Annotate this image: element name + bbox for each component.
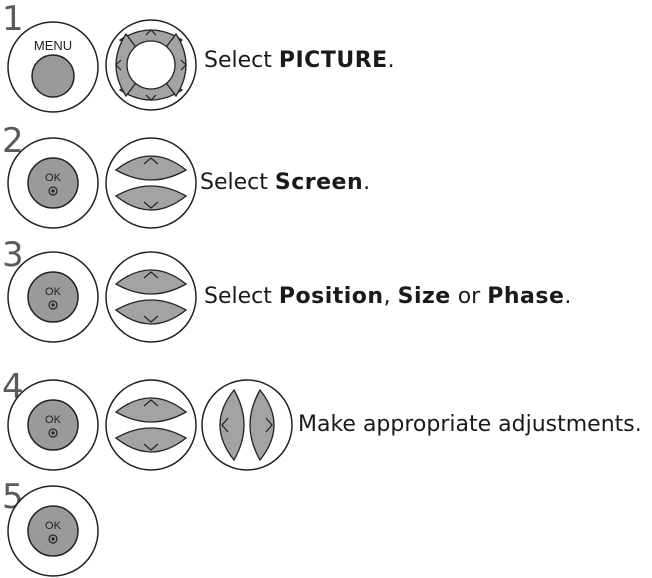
four-way-nav-pad[interactable] [104,18,198,112]
ok-key-label: OK [45,286,62,298]
ok-button[interactable]: OK [6,484,100,578]
step-4-instruction: Make appropriate adjustments. [298,412,642,437]
menu-button[interactable]: MENU [6,20,100,114]
step-number: 2 [2,121,24,161]
menu-key-label: MENU [34,38,72,53]
ok-button[interactable]: OK [6,378,100,472]
step-number: 3 [2,235,24,275]
up-down-nav[interactable] [104,250,198,344]
step-2-instruction: Select Screen. [200,170,371,195]
step-3-instruction: Select Position, Size or Phase. [204,284,572,309]
ok-key-label: OK [45,414,62,426]
ok-key-label: OK [45,520,62,532]
step-1-instruction: Select PICTURE. [204,48,395,73]
step-number: 1 [2,0,24,39]
up-down-nav[interactable] [104,378,198,472]
up-down-nav[interactable] [104,136,198,230]
ok-button[interactable]: OK [6,250,100,344]
ok-button[interactable]: OK [6,136,100,230]
ok-key-label: OK [45,172,62,184]
left-right-nav[interactable] [200,378,294,472]
